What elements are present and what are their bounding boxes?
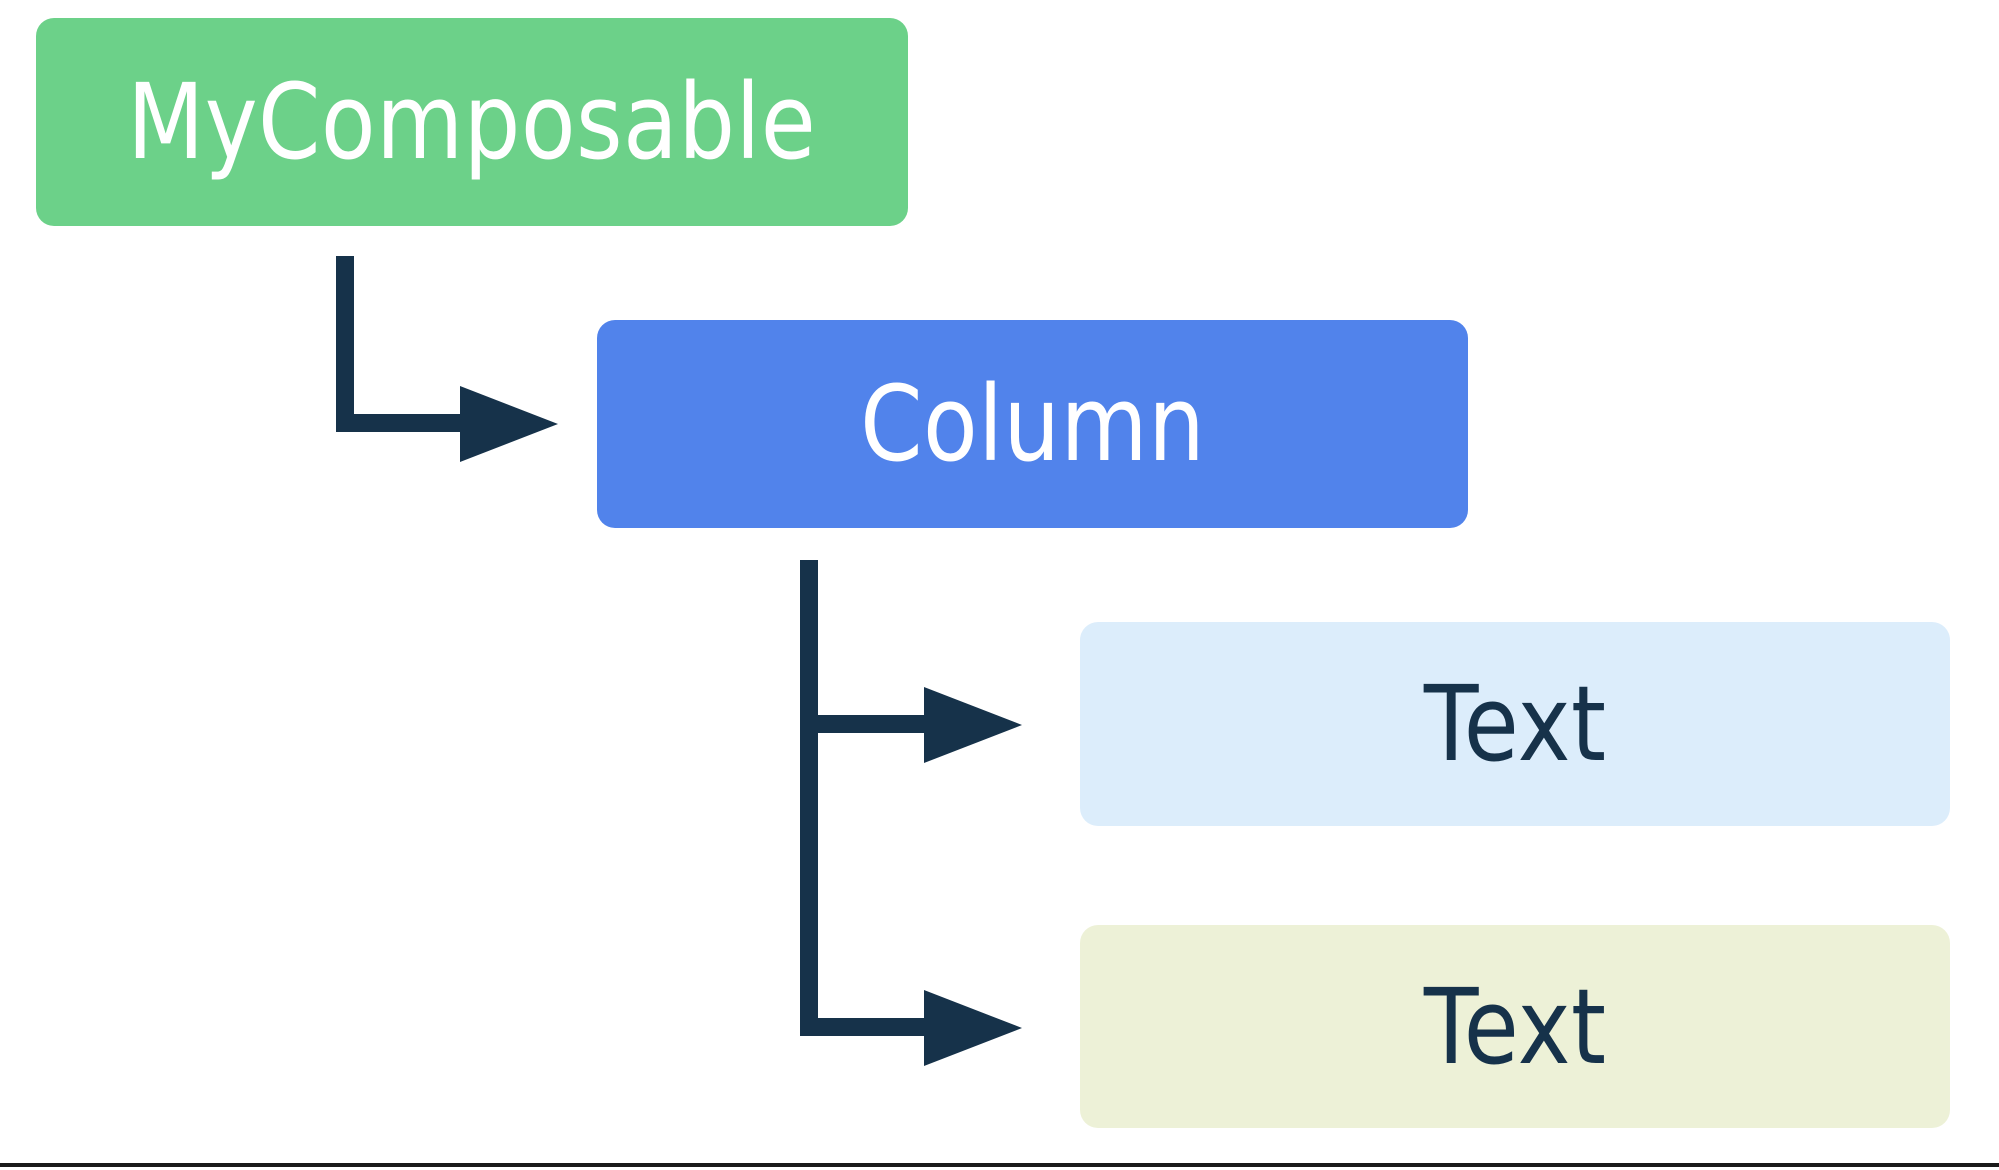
node-mycomposable[interactable]: MyComposable [36,18,908,226]
node-text-second-label: Text [1423,965,1607,1088]
node-mycomposable-label: MyComposable [127,61,817,183]
connector-horizontal-3 [800,1018,930,1036]
connector-column-to-text-1 [800,560,1022,1036]
node-column[interactable]: Column [597,320,1468,528]
node-column-label: Column [859,363,1206,485]
bottom-divider [0,1163,1999,1167]
connector-horizontal-2 [800,715,930,733]
arrowhead-icon-1 [460,386,558,462]
connector-vertical-trunk [800,560,818,1036]
connector-horizontal-1 [336,414,466,432]
connector-vertical-1 [336,256,354,432]
node-text-first[interactable]: Text [1080,622,1950,826]
connector-elbow-path-1 [344,256,462,432]
node-text-first-label: Text [1423,663,1607,785]
arrowhead-icon-2 [924,687,1022,763]
connector-mycomposable-to-column [336,256,558,462]
connector-column-to-text-2 [800,990,1022,1066]
arrowhead-icon-3 [924,990,1022,1066]
node-text-second[interactable]: Text [1080,925,1950,1128]
